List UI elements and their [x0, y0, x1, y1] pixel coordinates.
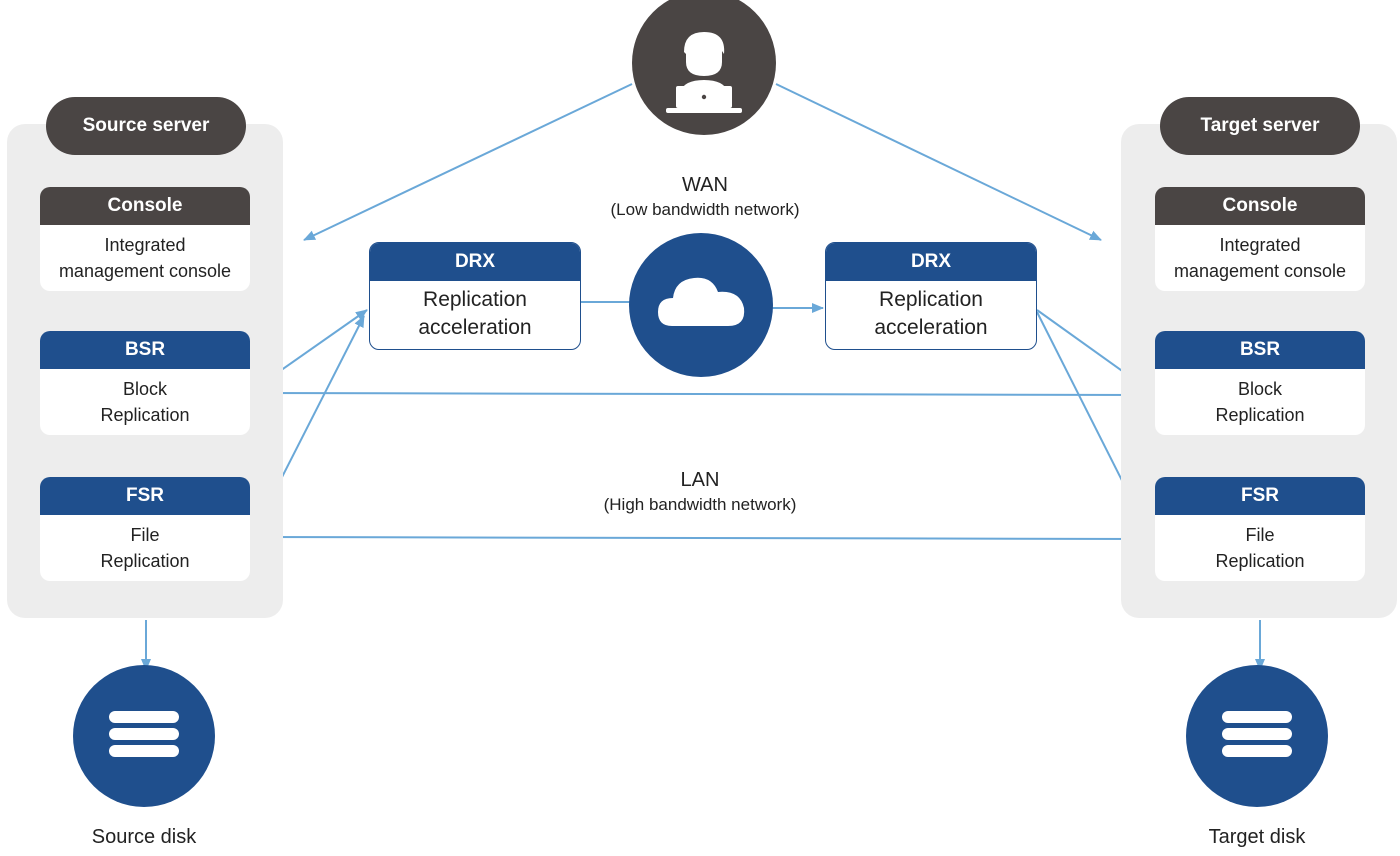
drx-left-body: Replication acceleration — [418, 288, 532, 339]
target-console-card: Console Integrated management console — [1155, 187, 1365, 291]
lan-subtitle: (High bandwidth network) — [603, 495, 797, 514]
drx-right-body: Replication acceleration — [874, 288, 988, 339]
source-bsr-body: Block Replication — [100, 379, 190, 425]
source-disk-label: Source disk — [91, 826, 197, 848]
source-fsr-card: FSR File Replication — [40, 477, 250, 581]
wan-label: WAN (Low bandwidth network) — [560, 172, 850, 222]
wan-title: WAN — [682, 174, 728, 196]
drx-right-card: DRX Replication acceleration — [825, 242, 1037, 350]
arrow-bsr-direct — [249, 389, 1154, 400]
arrow-user-to-target — [775, 83, 1102, 241]
drx-left-card: DRX Replication acceleration — [369, 242, 581, 350]
target-bsr-head: BSR — [1155, 331, 1365, 369]
target-fsr-head: FSR — [1155, 477, 1365, 515]
target-disk-label: Target disk — [1208, 826, 1306, 848]
source-console-head: Console — [40, 187, 250, 225]
source-bsr-head: BSR — [40, 331, 250, 369]
lan-title: LAN — [680, 469, 720, 491]
source-fsr-head: FSR — [40, 477, 250, 515]
source-console-body: Integrated management console — [58, 235, 232, 281]
target-bsr-card: BSR Block Replication — [1155, 331, 1365, 435]
target-bsr-body: Block Replication — [1215, 379, 1305, 425]
target-fsr-card: FSR File Replication — [1155, 477, 1365, 581]
arrow-user-to-source — [303, 83, 633, 241]
target-fsr-body: File Replication — [1215, 525, 1305, 571]
drx-right-head: DRX — [826, 243, 1036, 281]
source-bsr-card: BSR Block Replication — [40, 331, 250, 435]
arrow-fsr-direct — [249, 533, 1154, 544]
drx-left-head: DRX — [370, 243, 580, 281]
wan-subtitle: (Low bandwidth network) — [610, 200, 800, 219]
source-console-card: Console Integrated management console — [40, 187, 250, 291]
lan-label: LAN (High bandwidth network) — [555, 467, 845, 517]
target-console-head: Console — [1155, 187, 1365, 225]
target-console-body: Integrated management console — [1173, 235, 1347, 281]
target-server-title: Target server — [1160, 97, 1360, 155]
source-fsr-body: File Replication — [100, 525, 190, 571]
source-server-title: Source server — [46, 97, 246, 155]
